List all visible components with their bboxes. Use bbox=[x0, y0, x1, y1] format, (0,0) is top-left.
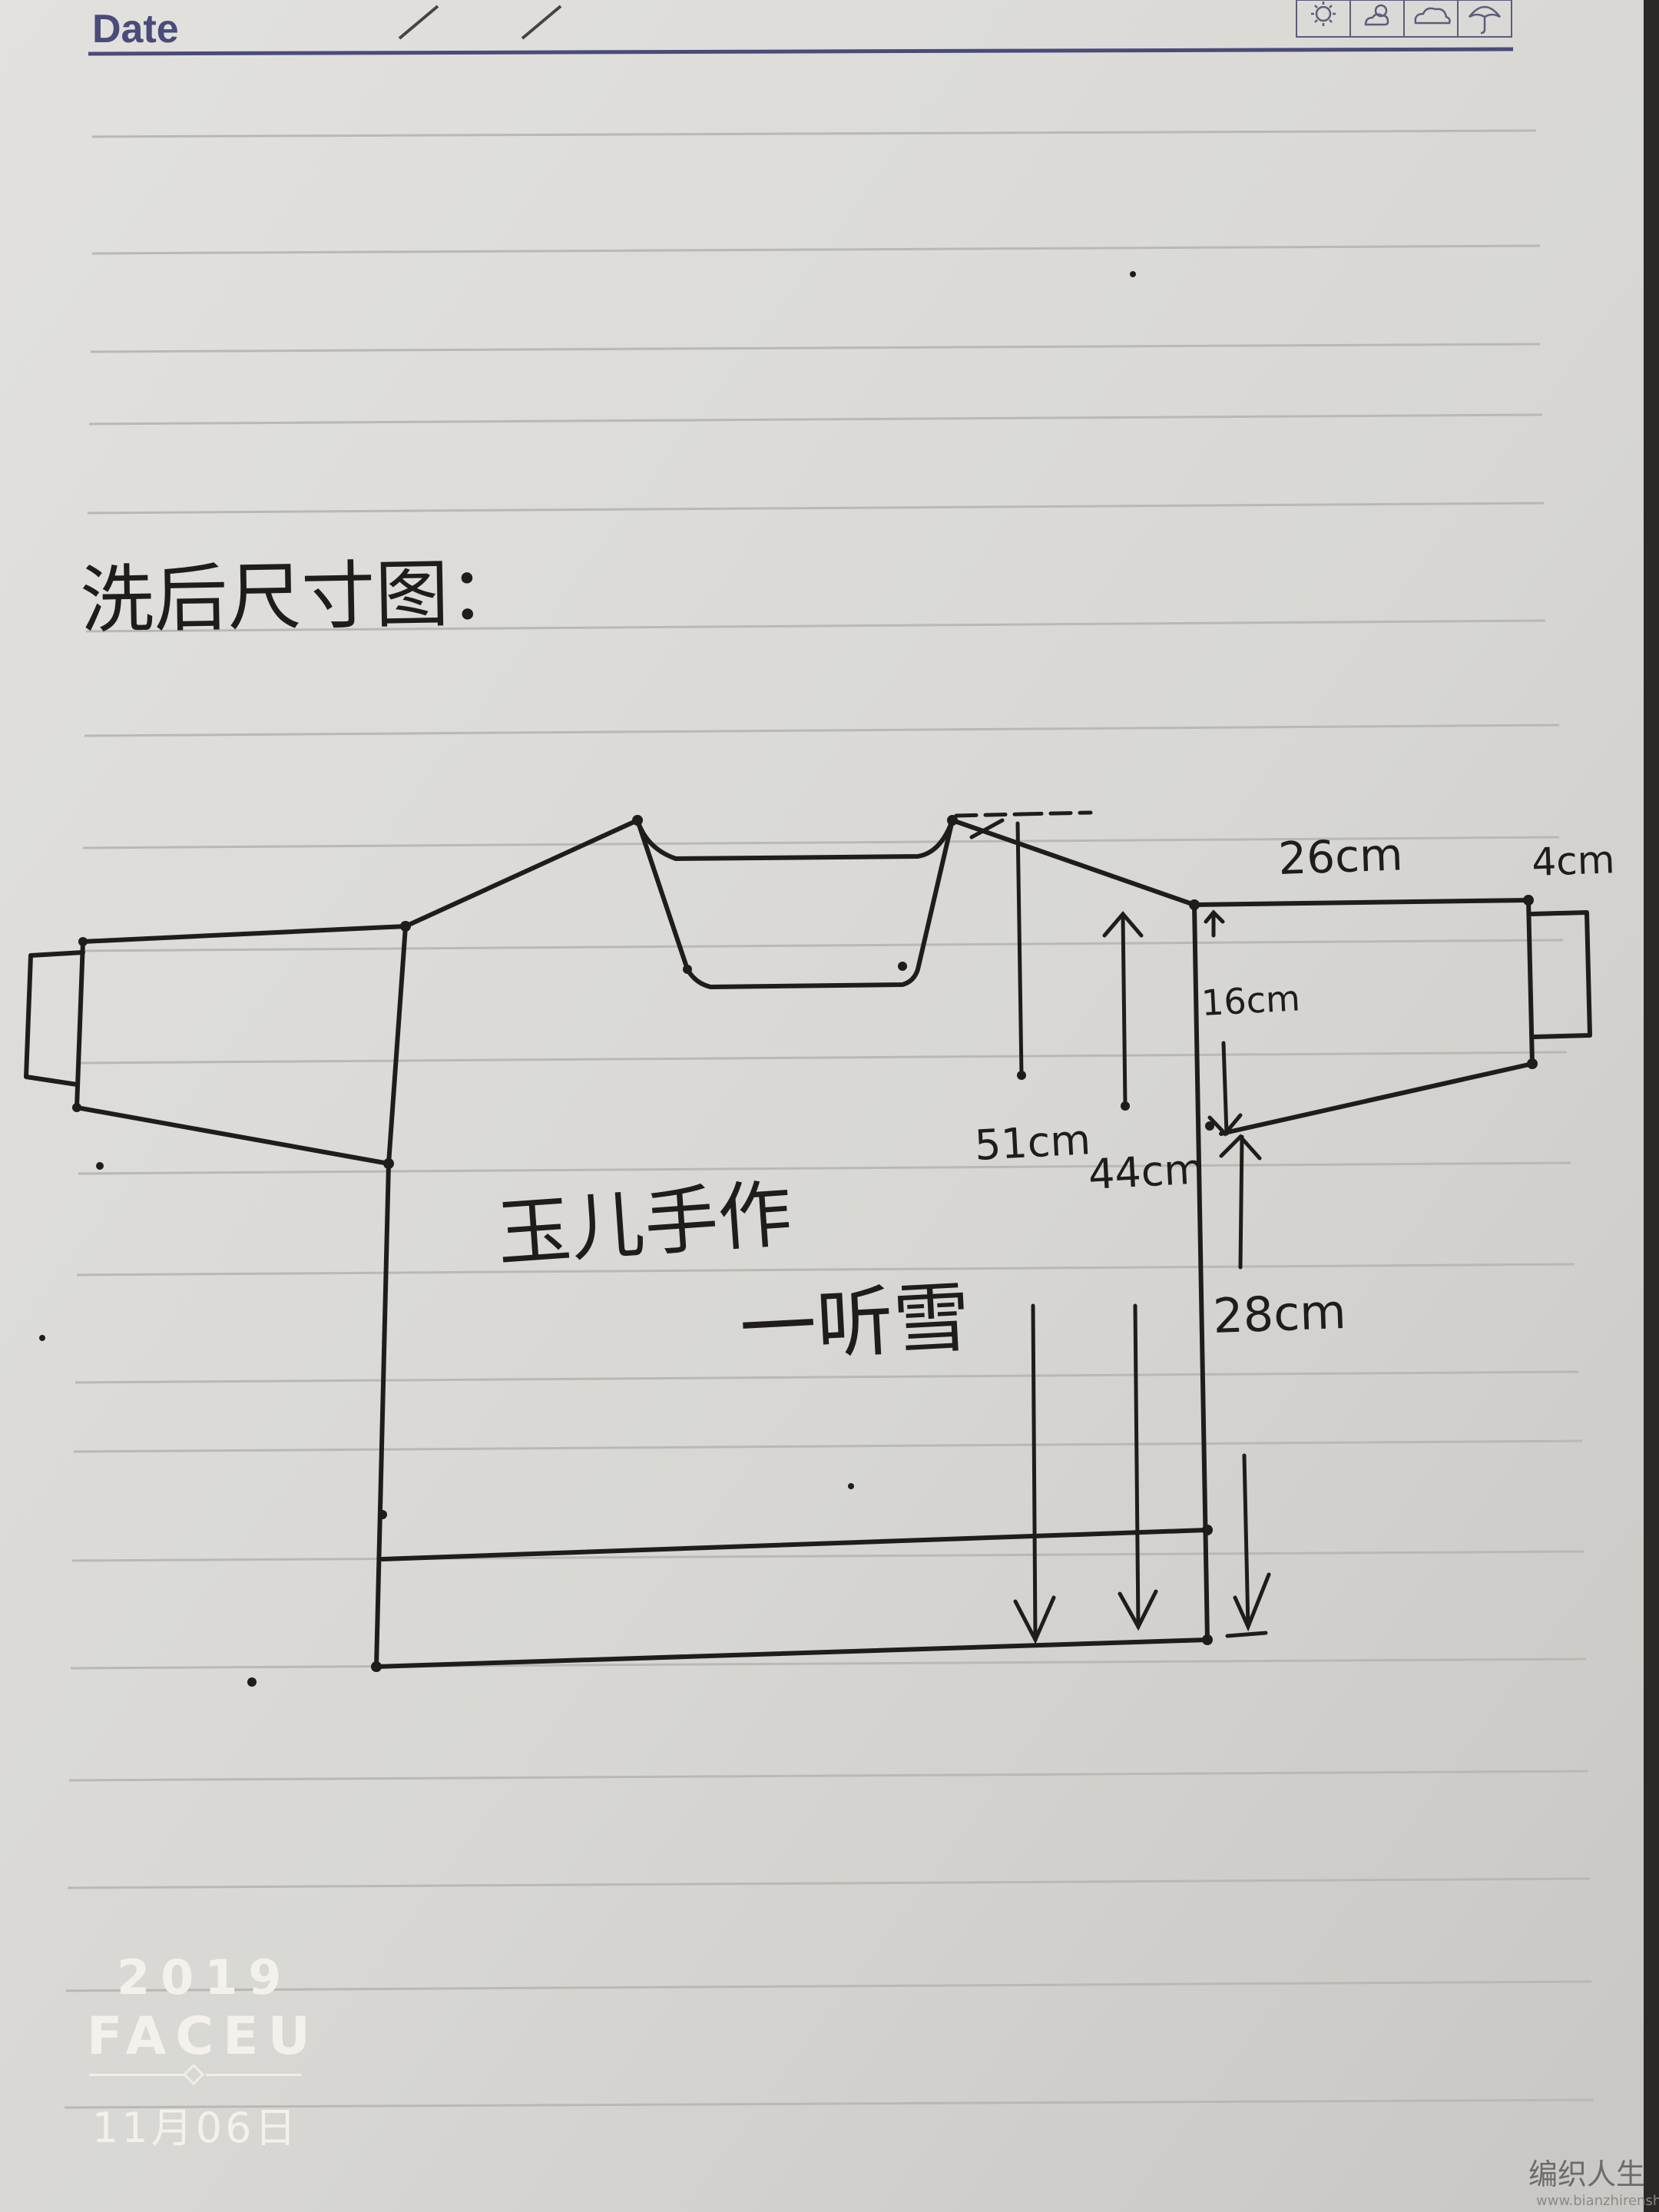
cloud-icon bbox=[1414, 7, 1451, 25]
sun-icon bbox=[1311, 2, 1336, 26]
ruled-lines bbox=[64, 129, 1594, 2109]
author-line: 玉儿手作 bbox=[495, 1171, 795, 1277]
watermark-rule-right bbox=[206, 2074, 301, 2076]
page-title: 洗后尺寸图： bbox=[79, 550, 523, 644]
watermark-brand: FACEU bbox=[87, 2006, 320, 2067]
header-rule bbox=[88, 47, 1514, 56]
weather-box bbox=[1296, 0, 1512, 38]
measurement-dots bbox=[1017, 1071, 1214, 1131]
pattern-name: 一听雪 bbox=[737, 1272, 972, 1374]
cloud-sun-icon bbox=[1364, 4, 1389, 26]
measurement-lines bbox=[954, 810, 1271, 1644]
site-logo: 编织人生 bbox=[1528, 2157, 1646, 2191]
binding-edge bbox=[1644, 0, 1659, 2212]
label-armhole-depth: 16cm bbox=[1200, 977, 1301, 1024]
watermark-date: 11月06日 bbox=[92, 2104, 300, 2152]
site-url: www.bianzhirensheng.com bbox=[1536, 2193, 1659, 2209]
label-sleeve-length: 26cm bbox=[1277, 828, 1403, 885]
label-body-length: 44cm bbox=[1087, 1144, 1205, 1199]
umbrella-icon bbox=[1469, 5, 1501, 35]
label-cuff-length: 4cm bbox=[1531, 837, 1615, 885]
measurement-labels: 26cm 4cm 16cm 51cm 44cm 28cm bbox=[973, 828, 1615, 1344]
date-slash-1 bbox=[398, 5, 439, 40]
sweater-nodes bbox=[72, 815, 1538, 1672]
label-side-length: 28cm bbox=[1212, 1283, 1347, 1344]
date-label: Date bbox=[92, 7, 179, 51]
sweater-outline bbox=[24, 818, 1592, 1669]
pen-marks bbox=[39, 271, 1136, 1687]
watermark-rule-left bbox=[89, 2074, 184, 2076]
date-slash-2 bbox=[521, 5, 562, 40]
label-total-length: 51cm bbox=[973, 1115, 1091, 1170]
watermark-year: 2019 bbox=[117, 1949, 293, 2005]
